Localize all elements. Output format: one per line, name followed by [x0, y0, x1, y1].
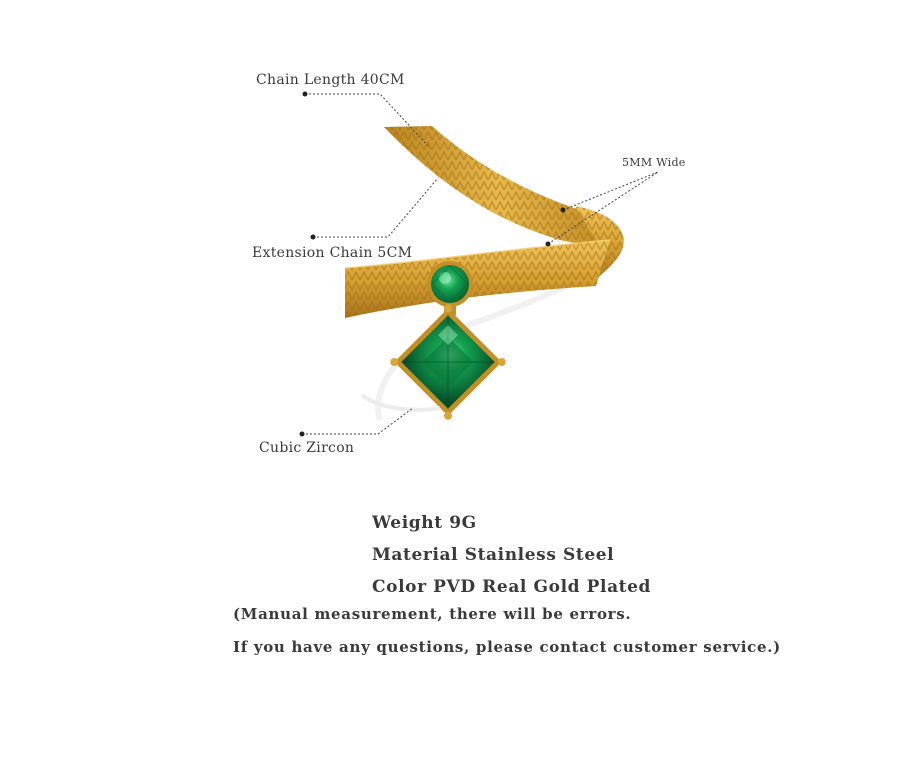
color-spec: Color PVD Real Gold Plated	[372, 577, 652, 597]
chain-length-leader	[305, 93, 431, 149]
width-leader-bottom	[547, 171, 659, 245]
extension-leader	[313, 177, 439, 238]
round-zircon-stone	[427, 261, 473, 307]
chain-length-label: Chain Length 40CM	[256, 72, 405, 88]
width-leader-top	[562, 171, 659, 211]
material-spec: Material Stainless Steel	[372, 545, 615, 565]
contact-note: If you have any questions, please contac…	[233, 638, 781, 656]
snake-chain-upper	[384, 126, 612, 248]
extension-chain-label: Extension Chain 5CM	[252, 245, 413, 261]
weight-spec: Weight 9G	[372, 513, 477, 533]
snake-chain-front	[344, 239, 611, 318]
stone-leader	[302, 407, 414, 435]
measurement-note: (Manual measurement, there will be error…	[233, 605, 632, 623]
stone-label: Cubic Zircon	[259, 440, 355, 456]
snake-chain-curve	[560, 206, 624, 285]
callout-lines	[302, 93, 659, 435]
width-label: 5MM Wide	[622, 156, 686, 169]
pendant-shadow	[360, 393, 441, 412]
square-zircon-pendant	[390, 304, 506, 420]
callout-dots	[299, 91, 566, 437]
